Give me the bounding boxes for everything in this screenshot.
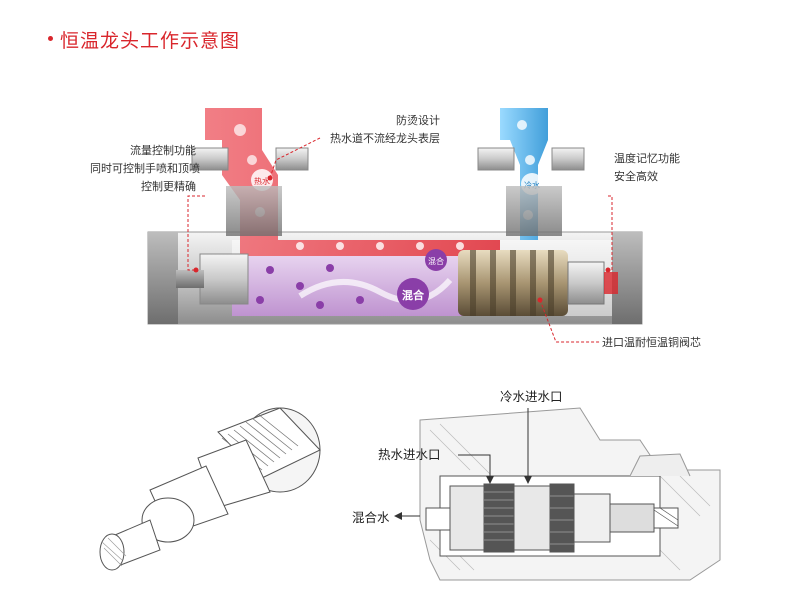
callout-cartridge: 进口温耐恒温铜阀芯 [602, 336, 701, 349]
label-hot-inlet: 热水进水口 [378, 447, 441, 462]
svg-text:冷水: 冷水 [524, 180, 540, 190]
cross-section-drawing [419, 407, 721, 581]
label-mixed-water: 混合水 [352, 510, 390, 525]
callout-anti-scald: 防烫设计 热水道不流经龙头表层 [300, 112, 440, 148]
callout-anti-scald-line-1: 防烫设计 [396, 114, 440, 127]
mix-label-large: 混合 [397, 278, 429, 310]
callout-flow-control-line-1: 流量控制功能 [130, 144, 196, 157]
label-cold-inlet: 冷水进水口 [500, 389, 563, 404]
cold-inlet-arrow-icon [524, 476, 532, 484]
cold-inlet-nut [477, 147, 585, 236]
svg-text:热水: 热水 [254, 176, 270, 186]
callout-temp-memory-line-1: 温度记忆功能 [614, 152, 680, 165]
mixed-water-arrow-icon [394, 512, 402, 520]
svg-text:混合: 混合 [428, 256, 444, 266]
title-bullet [48, 36, 53, 41]
hot-inlet-arrow-icon [486, 476, 494, 484]
svg-text:混合: 混合 [402, 288, 425, 302]
callout-lines-bottom [400, 408, 529, 517]
callout-temp-memory-line-2: 安全高效 [614, 170, 658, 183]
callout-dots-top [193, 175, 611, 303]
flow-control-spool [176, 253, 249, 305]
callout-flow-control: 流量控制功能 同时可控制手喷和顶喷 控制更精确 [90, 142, 200, 196]
hot-flow-label: 热水 [251, 169, 273, 191]
hot-inlet-nut [191, 147, 309, 236]
callout-anti-scald-line-2: 热水道不流经龙头表层 [330, 132, 440, 145]
page-title: 恒温龙头工作示意图 [60, 30, 241, 52]
mix-label-small: 混合 [425, 249, 447, 271]
callout-temp-memory: 温度记忆功能 安全高效 [614, 150, 680, 186]
callout-flow-control-line-3: 控制更精确 [141, 180, 196, 193]
callout-flow-control-line-2: 同时可控制手喷和顶喷 [90, 162, 200, 175]
cartridge-line-drawing [99, 407, 321, 571]
